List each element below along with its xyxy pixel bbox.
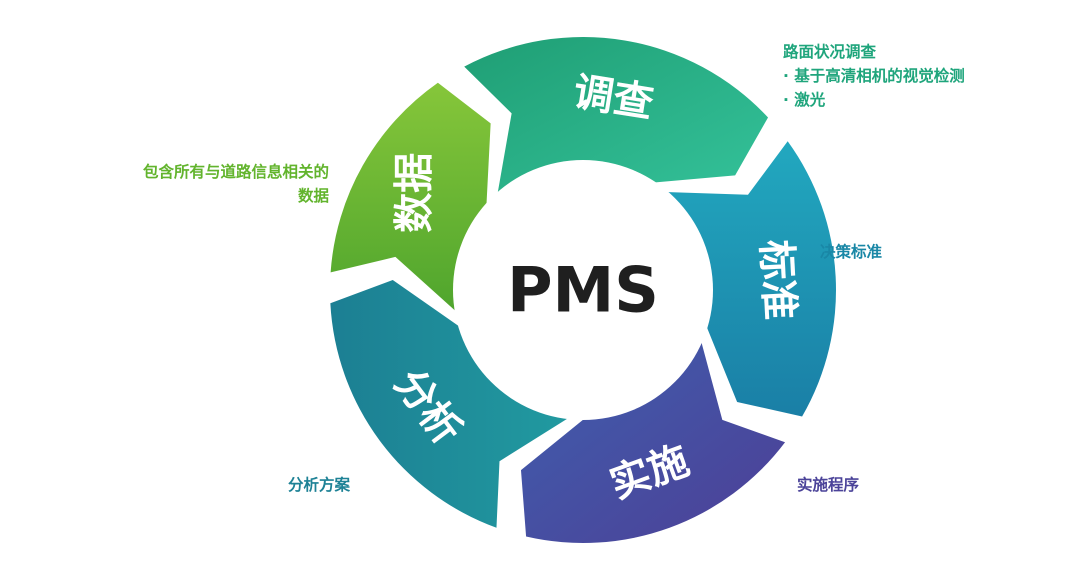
survey-note-item: 激光 bbox=[783, 88, 965, 112]
data-note-line: 包含所有与道路信息相关的 bbox=[142, 163, 329, 181]
center-disc bbox=[453, 160, 713, 420]
segment-implement bbox=[520, 340, 786, 543]
standard-note-text: 决策标准 bbox=[820, 243, 883, 261]
segment-survey bbox=[464, 37, 769, 195]
survey-note-item: 基于高清相机的视觉检测 bbox=[783, 64, 965, 88]
analysis-note: 分析方案 bbox=[288, 473, 350, 497]
segment-standard bbox=[665, 141, 836, 417]
standard-note: 决策标准 bbox=[820, 240, 882, 264]
data-note: 包含所有与道路信息相关的 数据 bbox=[143, 160, 329, 208]
survey-note: 路面状况调查 基于高清相机的视觉检测 激光 bbox=[783, 40, 965, 112]
segment-analysis bbox=[330, 280, 570, 528]
implement-note-text: 实施程序 bbox=[797, 476, 860, 494]
segment-label-standard: 标准 bbox=[752, 239, 802, 321]
survey-note-title: 路面状况调查 bbox=[783, 43, 877, 61]
segment-data bbox=[330, 82, 491, 313]
data-note-line: 数据 bbox=[297, 187, 329, 205]
implement-note: 实施程序 bbox=[797, 473, 859, 497]
analysis-note-text: 分析方案 bbox=[288, 476, 351, 494]
center-label: PMS bbox=[507, 254, 659, 327]
segment-label-data: 数据 bbox=[392, 153, 438, 233]
